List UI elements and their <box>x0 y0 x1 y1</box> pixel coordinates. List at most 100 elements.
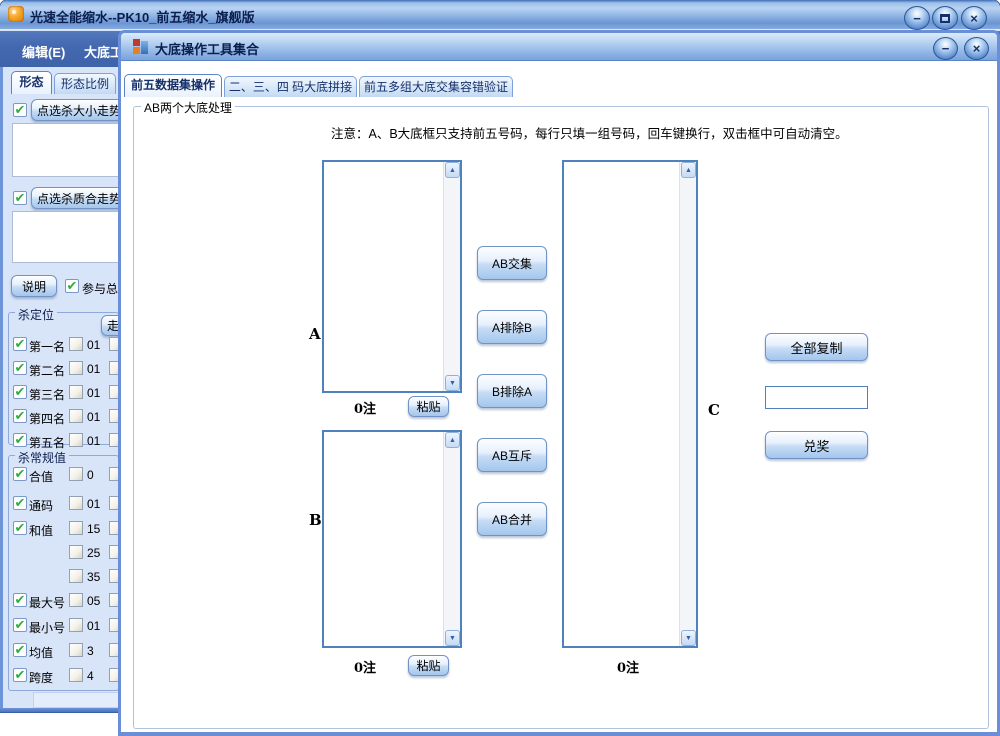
tab-dataset-ops[interactable]: 前五数据集操作 <box>124 74 222 97</box>
dialog-close-icon[interactable]: × <box>964 37 989 60</box>
tongma-extra-checkbox[interactable] <box>109 496 118 510</box>
pos3-checkbox[interactable]: ✔ <box>13 384 27 399</box>
hezhi-extra-checkbox[interactable] <box>109 467 118 481</box>
span-label: 跨度 <box>29 671 54 685</box>
dialog-icon <box>133 39 148 54</box>
hezhi-value-checkbox[interactable] <box>69 467 83 481</box>
pos4-value-checkbox[interactable] <box>69 409 83 423</box>
maximize-icon[interactable] <box>932 6 958 30</box>
tongma-value-checkbox[interactable] <box>69 496 83 510</box>
mean-value-checkbox[interactable] <box>69 643 83 657</box>
parity-trend-listbox[interactable] <box>12 211 118 263</box>
box-c-count: 0注 <box>617 661 640 676</box>
val25-value: 25 <box>87 546 101 560</box>
max-checkbox[interactable]: ✔ <box>13 592 27 607</box>
mean-extra-checkbox[interactable] <box>109 643 118 657</box>
size-trend-checkbox[interactable]: ✔ <box>13 102 27 117</box>
box-c-scrollbar[interactable]: ▲ ▼ <box>679 162 696 646</box>
left-panel: 形态 形态比例 走 ✔ 点选杀大小走势 ✔ 点选杀质合走势 说明 ✔ 参与总容错… <box>0 67 118 708</box>
pos5-checkbox[interactable]: ✔ <box>13 432 27 447</box>
parity-trend-button[interactable]: 点选杀质合走势 <box>31 187 118 209</box>
b-exclude-a-button[interactable]: B排除A <box>477 374 547 408</box>
minimize-icon[interactable]: − <box>904 6 930 30</box>
pos5-extra-checkbox[interactable] <box>109 433 118 447</box>
box-c-textarea[interactable]: ▲ ▼ <box>562 160 698 648</box>
max-label: 最大号 <box>29 596 66 610</box>
hevalue-extra-checkbox[interactable] <box>109 521 118 535</box>
scroll-up-icon[interactable]: ▲ <box>445 432 460 448</box>
paste-a-button[interactable]: 粘贴 <box>408 396 449 417</box>
parity-trend-checkbox[interactable]: ✔ <box>13 190 27 205</box>
a-exclude-b-button[interactable]: A排除B <box>477 310 547 344</box>
ab-intersect-button[interactable]: AB交集 <box>477 246 547 280</box>
max-extra-checkbox[interactable] <box>109 593 118 607</box>
max-value-checkbox[interactable] <box>69 593 83 607</box>
dialog-minimize-icon[interactable]: − <box>933 37 958 60</box>
size-trend-listbox[interactable] <box>12 123 118 177</box>
pos2-value-checkbox[interactable] <box>69 361 83 375</box>
min-extra-checkbox[interactable] <box>109 618 118 632</box>
pos5-value-checkbox[interactable] <box>69 433 83 447</box>
dialog-titlebar[interactable]: 大底操作工具集合 − × <box>121 33 997 61</box>
box-a-scrollbar[interactable]: ▲ ▼ <box>443 162 460 391</box>
pos2-checkbox[interactable]: ✔ <box>13 360 27 375</box>
kill-position-trend-button[interactable]: 走势 <box>101 315 118 336</box>
tongma-value: 01 <box>87 497 101 511</box>
bottom-strip <box>33 692 118 708</box>
box-a-label: A <box>309 325 321 343</box>
copy-all-button[interactable]: 全部复制 <box>765 333 868 361</box>
pos3-extra-checkbox[interactable] <box>109 385 118 399</box>
ab-merge-button[interactable]: AB合并 <box>477 502 547 536</box>
paste-b-button[interactable]: 粘贴 <box>408 655 449 676</box>
tab-xingtai-bili[interactable]: 形态比例 <box>54 73 116 94</box>
pos4-value: 01 <box>87 410 101 424</box>
span-extra-checkbox[interactable] <box>109 668 118 682</box>
tongma-checkbox[interactable]: ✔ <box>13 495 27 510</box>
pos4-extra-checkbox[interactable] <box>109 409 118 423</box>
tab-234-splice[interactable]: 二、三、四 码大底拼接 <box>224 76 357 97</box>
val25-checkbox[interactable] <box>69 545 83 559</box>
ab-mutex-button[interactable]: AB互斥 <box>477 438 547 472</box>
span-checkbox[interactable]: ✔ <box>13 667 27 682</box>
tab-xingtai[interactable]: 形态 <box>11 71 52 94</box>
pos4-label: 第四名 <box>29 412 66 426</box>
participate-checkbox[interactable]: ✔ <box>65 278 79 293</box>
pos4-checkbox[interactable]: ✔ <box>13 408 27 423</box>
hevalue-value-checkbox[interactable] <box>69 521 83 535</box>
span-value-checkbox[interactable] <box>69 668 83 682</box>
min-checkbox[interactable]: ✔ <box>13 617 27 632</box>
val25-extra-checkbox[interactable] <box>109 545 118 559</box>
scroll-down-icon[interactable]: ▼ <box>445 630 460 646</box>
scroll-up-icon[interactable]: ▲ <box>445 162 460 178</box>
box-b-textarea[interactable]: ▲ ▼ <box>322 430 462 648</box>
pos2-value: 01 <box>87 362 101 376</box>
min-value-checkbox[interactable] <box>69 618 83 632</box>
tab-multi-intersect[interactable]: 前五多组大底交集容错验证 <box>359 76 513 97</box>
scroll-up-icon[interactable]: ▲ <box>681 162 696 178</box>
scroll-down-icon[interactable]: ▼ <box>681 630 696 646</box>
kill-regular-title: 杀常规值 <box>15 449 70 466</box>
pos3-value: 01 <box>87 386 101 400</box>
prize-input[interactable] <box>765 386 868 409</box>
mean-checkbox[interactable]: ✔ <box>13 642 27 657</box>
main-titlebar[interactable]: 光速全能缩水--PK10_前五缩水_旗舰版 − × <box>0 0 1000 30</box>
scroll-down-icon[interactable]: ▼ <box>445 375 460 391</box>
explain-button[interactable]: 说明 <box>11 275 57 297</box>
redeem-button[interactable]: 兑奖 <box>765 431 868 459</box>
pos1-value: 01 <box>87 338 101 352</box>
hezhi-checkbox[interactable]: ✔ <box>13 466 27 481</box>
box-a-textarea[interactable]: ▲ ▼ <box>322 160 462 393</box>
close-icon[interactable]: × <box>961 6 987 30</box>
val35-extra-checkbox[interactable] <box>109 569 118 583</box>
size-trend-button[interactable]: 点选杀大小走势 <box>31 99 118 121</box>
pos1-extra-checkbox[interactable] <box>109 337 118 351</box>
val35-checkbox[interactable] <box>69 569 83 583</box>
menu-edit[interactable]: 编辑(E) <box>22 45 66 60</box>
pos3-value-checkbox[interactable] <box>69 385 83 399</box>
min-label: 最小号 <box>29 621 66 635</box>
pos1-checkbox[interactable]: ✔ <box>13 336 27 351</box>
hevalue-checkbox[interactable]: ✔ <box>13 520 27 535</box>
pos1-value-checkbox[interactable] <box>69 337 83 351</box>
box-b-scrollbar[interactable]: ▲ ▼ <box>443 432 460 646</box>
pos2-extra-checkbox[interactable] <box>109 361 118 375</box>
